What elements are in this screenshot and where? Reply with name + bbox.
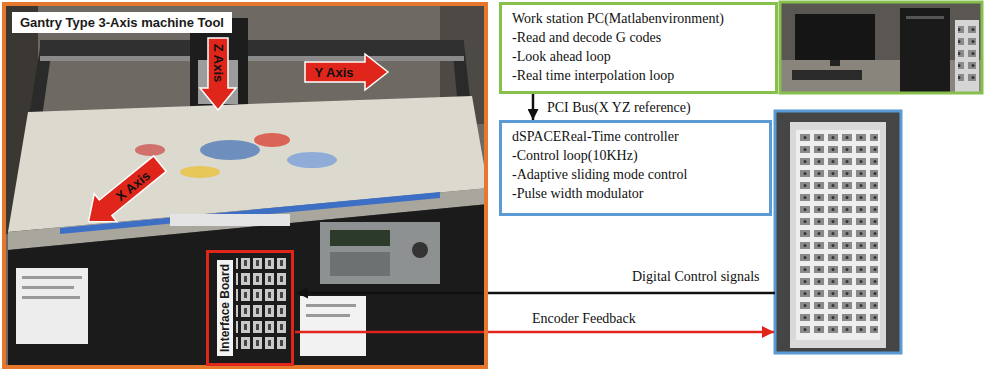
connector-arrow: [532, 94, 535, 120]
machine-photo: [8, 204, 486, 367]
workstation-photo: [955, 20, 979, 92]
axis-label: Z Axis: [211, 44, 226, 83]
machine-photo: [287, 152, 337, 168]
machine-photo: [320, 222, 440, 284]
workstation-photo: [958, 26, 976, 86]
edge-label: PCI Bus(X YZ reference): [545, 99, 693, 116]
signal-label: Digital Control signals: [630, 268, 762, 285]
box-item: -Read and decode G codes: [512, 28, 661, 47]
axis-arrow: [77, 38, 388, 236]
controller-photo: [796, 130, 880, 340]
controller-box: dSPACEReal-Time controller-Control loop(…: [499, 120, 772, 216]
machine-photo: [4, 4, 486, 367]
photo-frame: [780, 2, 982, 93]
machine-photo: [22, 296, 80, 299]
box-item: -Adaptive sliding mode control: [512, 165, 687, 184]
box-item: -Control loop(10KHz): [512, 146, 638, 165]
machine-photo: [170, 214, 290, 226]
axis-label: X Axis: [113, 168, 153, 204]
workstation-photo: [781, 3, 981, 92]
machine-photo: [135, 144, 165, 156]
workstation-photo: [792, 70, 862, 80]
machine-photo: [306, 304, 356, 307]
box-item: -Pulse width modulator: [512, 184, 643, 203]
workstation-photo: [781, 60, 981, 92]
box-item: -Real time interpolation loop: [512, 66, 674, 85]
machine-photo: [330, 230, 390, 246]
machine-photo: [306, 314, 350, 317]
box-heading: dSPACEReal-Time controller: [512, 127, 679, 146]
controller-photo: [798, 134, 878, 336]
axis-arrow: [200, 38, 236, 110]
machine-photo: [40, 40, 464, 60]
machine-photo-frame: Gantry Type 3-Axis machine ToolInterface…: [2, 2, 488, 369]
workstation-photo: [795, 14, 875, 60]
machine-photo: [22, 276, 82, 279]
workstation-photo: [900, 8, 950, 92]
controller-photo: [776, 112, 900, 352]
workstation-box: Work station PC(Matlabenvironment)-Read …: [499, 2, 778, 94]
axis-arrow: [77, 150, 171, 236]
board-label: Interface Board: [217, 260, 233, 356]
control-signal-arrow: [297, 292, 775, 295]
axis-arrow: [77, 150, 171, 236]
axis-arrow: [305, 54, 388, 90]
workstation-photo: [830, 60, 840, 66]
axis-label: Y Axis: [314, 65, 353, 80]
workstation-photo: [906, 16, 944, 19]
machine-photo: [200, 140, 260, 160]
machine-photo: [236, 258, 288, 350]
box-item: -Look ahead loop: [512, 47, 611, 66]
signal-label: Encoder Feedback: [530, 310, 638, 327]
box-heading: Work station PC(Matlabenvironment): [512, 9, 724, 28]
workstation-photo: [781, 3, 981, 92]
machine-photo: [40, 56, 464, 61]
feedback-arrow: [295, 331, 774, 334]
machine-photo: [180, 166, 220, 178]
machine-title: Gantry Type 3-Axis machine Tool: [12, 12, 232, 33]
interface-board-box: Interface Board: [206, 250, 294, 366]
photo-frame: [775, 111, 901, 353]
controller-photo: [790, 122, 886, 348]
machine-photo: [330, 252, 390, 276]
machine-photo: [254, 133, 290, 147]
machine-photo: [300, 296, 366, 356]
machine-photo: [22, 286, 74, 289]
machine-photo: [16, 268, 88, 344]
machine-photo: [412, 242, 428, 258]
controller-photo: [776, 112, 900, 352]
